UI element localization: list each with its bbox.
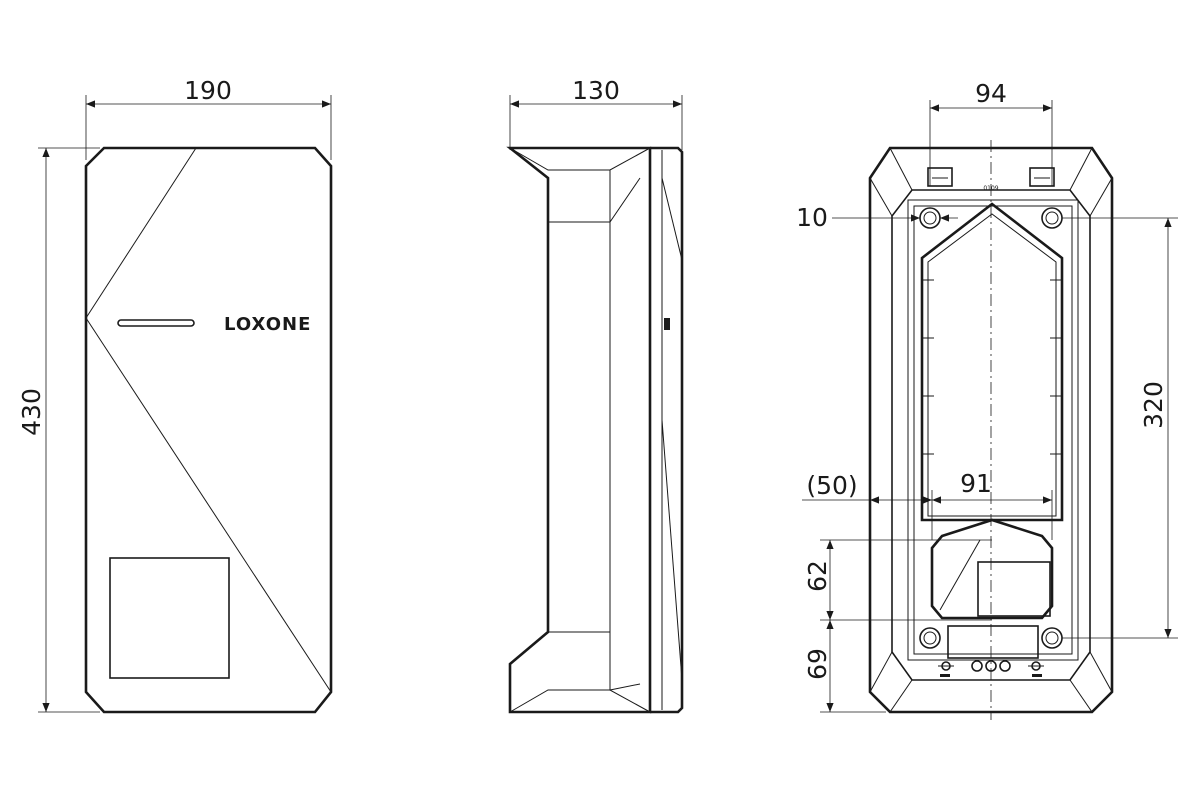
- front-view: LOXONE 190 430: [17, 76, 333, 714]
- bottom-tab-left: [940, 674, 950, 677]
- side-offset-label: (50): [806, 471, 857, 500]
- cutout-height-label: 62: [803, 560, 832, 592]
- mounting-hole-top-left-inner: [923, 211, 937, 225]
- back-bevel-tr2: [1069, 147, 1093, 191]
- back-inner-rect-2: [913, 205, 1073, 655]
- back-bevel-br: [1089, 651, 1113, 693]
- back-cavity-inner: [927, 213, 1057, 517]
- mounting-hole-top-right: [1041, 207, 1063, 229]
- depth-dimension-label: 130: [572, 76, 620, 105]
- top-clip-left: [927, 167, 953, 187]
- height-dimension-label: 430: [17, 388, 46, 436]
- back-inner-rect: [907, 199, 1079, 661]
- mounting-hole-bottom-right-inner: [1045, 631, 1059, 645]
- terminal-hole-3: [999, 660, 1011, 672]
- front-diagonal-upper: [85, 147, 197, 319]
- back-bevel-tl2: [889, 147, 913, 191]
- side-cover-diagonal-2: [661, 419, 683, 681]
- side-inner-profile: [509, 147, 651, 171]
- mounting-hole-bottom-right: [1041, 627, 1063, 649]
- back-part-label: 0109: [983, 185, 998, 192]
- terminal-hole-2: [985, 660, 997, 672]
- back-bevel-tl: [869, 177, 893, 217]
- top-clip-right: [1029, 167, 1055, 187]
- back-cutout-inner-rect: [977, 561, 1051, 617]
- led-slot: [117, 319, 195, 327]
- front-body-outline: [84, 146, 333, 714]
- mounting-hole-bottom-left: [919, 627, 941, 649]
- back-bevel-br2: [1069, 679, 1093, 713]
- front-square-window: [109, 557, 230, 679]
- back-bevel-bl2: [889, 679, 913, 713]
- front-diagonal-lower: [85, 317, 332, 693]
- hole-diameter-label: 10: [796, 203, 828, 232]
- side-view: 130: [506, 76, 684, 714]
- bottom-tab-right: [1032, 674, 1042, 677]
- back-bevel-bl: [869, 651, 893, 693]
- side-cover-diagonal-1: [661, 177, 683, 261]
- mounting-hole-top-left: [919, 207, 941, 229]
- side-inner-profile-bottom: [509, 689, 651, 713]
- back-view: 0109 94 10: [796, 79, 1178, 720]
- brand-logo: LOXONE: [224, 314, 311, 335]
- cavity-ticks: [922, 279, 1062, 455]
- side-front-cover: [650, 146, 684, 714]
- back-bevel-tr: [1089, 177, 1113, 217]
- side-back-profile: [506, 146, 652, 714]
- mounting-hole-bottom-left-inner: [923, 631, 937, 645]
- back-bottom-slot: [947, 625, 1039, 659]
- back-cutout: [930, 518, 1054, 620]
- width-dimension-label: 190: [184, 76, 232, 105]
- side-recess-right: [609, 170, 641, 691]
- bottom-offset-label: 69: [803, 648, 832, 680]
- inner-width-label: 91: [960, 469, 992, 498]
- mounting-hole-top-right-inner: [1045, 211, 1059, 225]
- vertical-hole-spacing-label: 320: [1139, 381, 1168, 429]
- back-cavity: [920, 202, 1064, 522]
- hole-spacing-top-label: 94: [975, 79, 1007, 108]
- back-cutout-diagonal: [939, 539, 981, 611]
- terminal-hole-1: [971, 660, 983, 672]
- side-button: [664, 318, 670, 330]
